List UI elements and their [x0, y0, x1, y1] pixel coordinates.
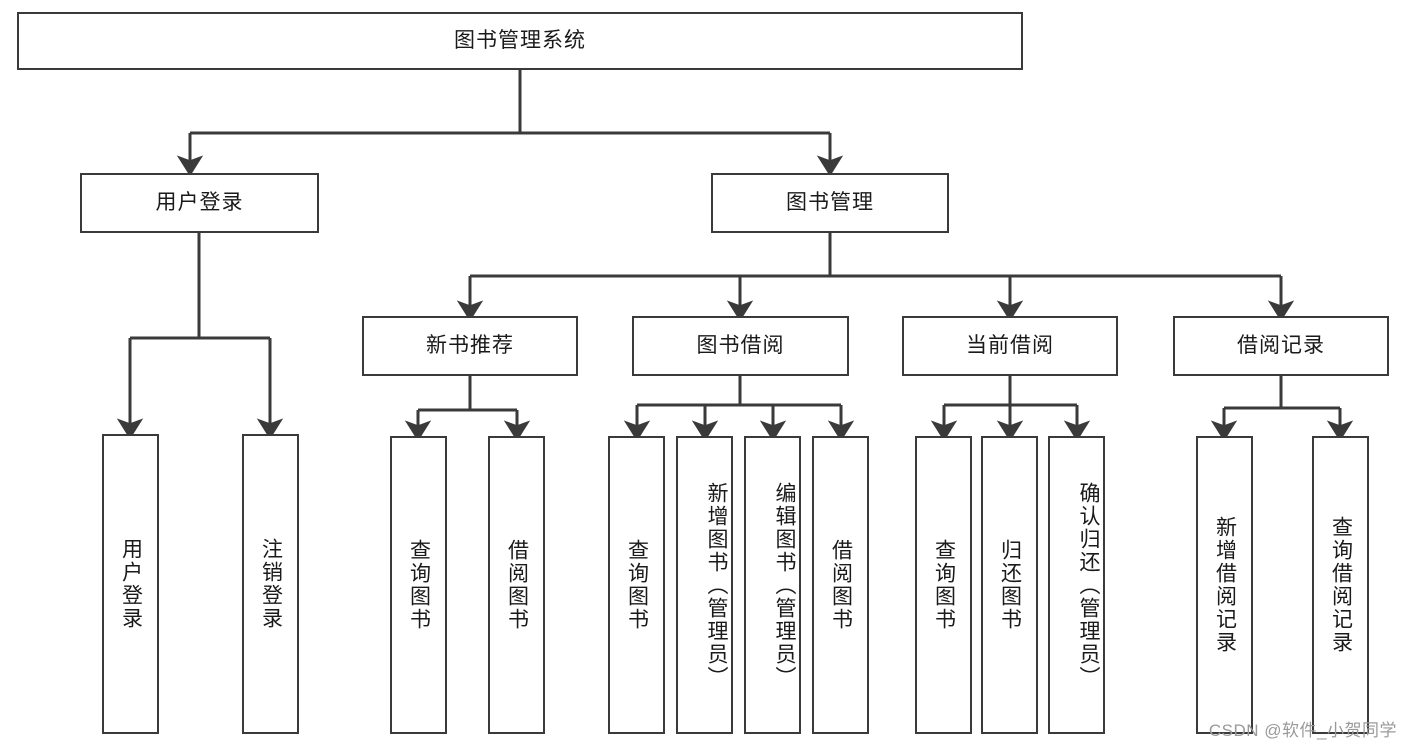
- node-root-system[interactable]: 图书管理系统: [17, 12, 1023, 70]
- node-book-management[interactable]: 图书管理: [711, 173, 949, 233]
- node-label: 查询图书: [932, 539, 956, 631]
- node-label: 新增借阅记录: [1213, 516, 1237, 654]
- node-label: 图书借阅: [696, 334, 785, 358]
- node-label: 确认归还（管理员）: [1077, 481, 1100, 689]
- node-label: 新增图书（管理员）: [705, 481, 728, 689]
- node-label: 查询借阅记录: [1329, 516, 1353, 654]
- node-label: 新书推荐: [426, 334, 514, 358]
- leaf-current-confirm-return-admin[interactable]: 确认归还（管理员）: [1048, 436, 1105, 734]
- leaf-record-add-record[interactable]: 新增借阅记录: [1196, 436, 1253, 734]
- node-label: 编辑图书（管理员）: [773, 481, 796, 689]
- node-label: 注销登录: [259, 538, 283, 630]
- leaf-borrow-query-book[interactable]: 查询图书: [608, 436, 665, 734]
- leaf-newbook-query-book[interactable]: 查询图书: [390, 436, 447, 734]
- node-label: 图书管理: [786, 191, 874, 215]
- leaf-user-login[interactable]: 用户登录: [102, 434, 159, 734]
- node-label: 借阅图书: [829, 539, 853, 631]
- node-label: 借阅记录: [1237, 334, 1325, 358]
- node-current-borrow[interactable]: 当前借阅: [902, 316, 1118, 376]
- node-user-login[interactable]: 用户登录: [80, 173, 319, 233]
- leaf-record-query-record[interactable]: 查询借阅记录: [1312, 436, 1369, 734]
- leaf-borrow-add-book-admin[interactable]: 新增图书（管理员）: [676, 436, 733, 734]
- node-label: 归还图书: [998, 539, 1022, 631]
- node-new-book-recommend[interactable]: 新书推荐: [362, 316, 578, 376]
- watermark-text: CSDN @软件_小贺同学: [1208, 721, 1397, 740]
- leaf-current-query-book[interactable]: 查询图书: [915, 436, 972, 734]
- node-label: 用户登录: [119, 538, 143, 630]
- leaf-borrow-borrow-book[interactable]: 借阅图书: [812, 436, 869, 734]
- node-label: 查询图书: [407, 539, 431, 631]
- node-label: 借阅图书: [505, 539, 529, 631]
- leaf-borrow-edit-book-admin[interactable]: 编辑图书（管理员）: [744, 436, 801, 734]
- leaf-current-return-book[interactable]: 归还图书: [981, 436, 1038, 734]
- node-label: 查询图书: [625, 539, 649, 631]
- node-borrow-record[interactable]: 借阅记录: [1173, 316, 1389, 376]
- leaf-logout-login[interactable]: 注销登录: [242, 434, 299, 734]
- leaf-newbook-borrow-book[interactable]: 借阅图书: [488, 436, 545, 734]
- node-label: 用户登录: [155, 191, 244, 215]
- node-book-borrow[interactable]: 图书借阅: [632, 316, 849, 376]
- node-label: 图书管理系统: [454, 29, 586, 53]
- node-label: 当前借阅: [966, 334, 1054, 358]
